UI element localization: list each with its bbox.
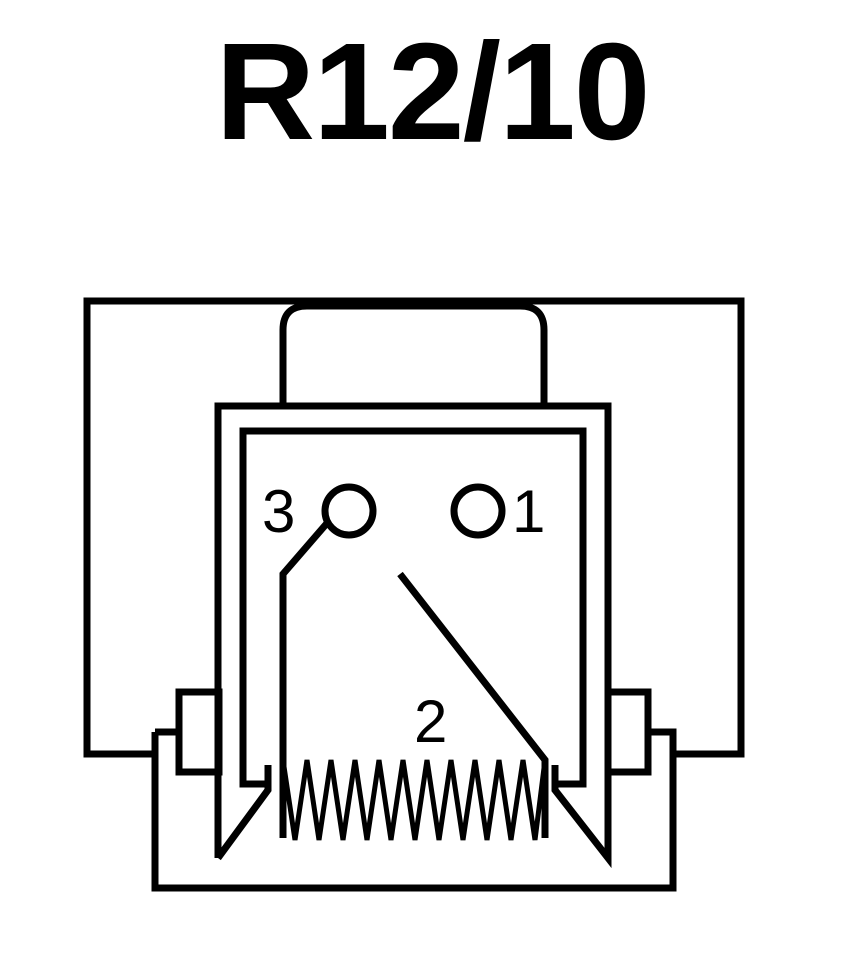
top-tab — [279, 302, 548, 406]
terminal-1-pin — [450, 483, 506, 539]
terminal-2-label: 2 — [414, 688, 447, 755]
housing-outer — [214, 402, 612, 869]
heating-coil — [280, 759, 548, 841]
component-title: R12/10 — [215, 15, 651, 169]
terminal-3-label: 3 — [262, 478, 295, 545]
left-side-block — [175, 688, 223, 776]
housing-inner — [239, 427, 587, 788]
housing-outer-left-foot — [215, 765, 272, 861]
terminal-3-pin — [321, 483, 377, 539]
wire-terminal-3 — [279, 519, 331, 838]
outer-frame — [83, 297, 745, 758]
terminal-1-label: 1 — [512, 478, 545, 545]
right-side-block — [604, 688, 652, 776]
base-bracket — [151, 728, 677, 892]
